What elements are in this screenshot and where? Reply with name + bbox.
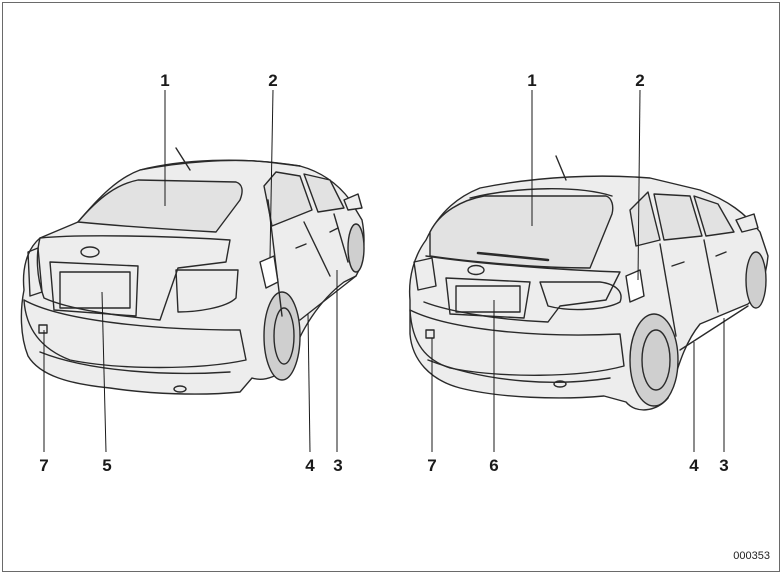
- hatch-taillight-left: [413, 257, 437, 291]
- callout-hatch-6: 6: [489, 456, 499, 475]
- sedan-side-window-front: [303, 173, 345, 213]
- sedan-illustration: [20, 147, 365, 395]
- sedan-front-wheel: [347, 223, 365, 273]
- sedan-taillight-right: [175, 269, 239, 313]
- hatch-spoiler: [469, 188, 613, 199]
- sedan-exhaust: [173, 385, 187, 393]
- callout-sedan-4: 4: [305, 456, 315, 475]
- sedan-trunk: [36, 235, 231, 321]
- sedan-antenna: [175, 147, 191, 171]
- sedan-taillight-left: [27, 247, 43, 297]
- callout-hatch-7: 7: [427, 456, 437, 475]
- figure-id: 000353: [733, 550, 770, 562]
- hatch-rear-wheel: [629, 313, 679, 407]
- callout-hatch-4: 4: [689, 456, 699, 475]
- sedan-roof: [139, 159, 301, 171]
- sedan-reflector: [38, 324, 48, 334]
- callout-hatch-3: 3: [719, 456, 729, 475]
- callout-sedan-5: 5: [102, 456, 112, 475]
- sedan-plate: [59, 271, 131, 309]
- sedan-mirror: [343, 193, 363, 211]
- sedan-bumper: [23, 299, 247, 369]
- hatch-reflector: [425, 329, 435, 339]
- callout-sedan-3: 3: [333, 456, 343, 475]
- sedan-fuel-door: [259, 255, 279, 289]
- sedan-emblem: [80, 246, 100, 258]
- hatch-antenna: [555, 155, 567, 181]
- hatch-fuel-door: [625, 269, 645, 303]
- hatch-taillight-right: [539, 281, 622, 311]
- hatchback-illustration: [408, 155, 769, 411]
- hatch-front-wheel: [745, 251, 767, 309]
- callout-hatch-2: 2: [635, 71, 645, 90]
- sedan-rear-window: [77, 179, 243, 233]
- callout-sedan-1: 1: [160, 71, 170, 90]
- hatch-side-window-rear: [629, 191, 661, 247]
- hatch-leader-lines: [431, 89, 725, 452]
- hatch-emblem: [467, 264, 485, 276]
- hatch-side-window-mid: [653, 193, 703, 241]
- hatch-exhaust: [553, 380, 567, 388]
- callout-hatch-1: 1: [527, 71, 537, 90]
- hatch-plate: [455, 285, 521, 313]
- sedan-plate-recess: [49, 261, 139, 317]
- sedan-rear-wheel: [263, 291, 301, 381]
- callout-sedan-2: 2: [268, 71, 278, 90]
- callout-sedan-7: 7: [39, 456, 49, 475]
- hatch-plate-recess: [445, 277, 531, 319]
- hatch-mirror: [735, 213, 759, 233]
- sedan-leader-lines: [43, 89, 338, 453]
- hatch-wiper: [476, 251, 550, 262]
- hatch-side-window-front: [693, 195, 735, 237]
